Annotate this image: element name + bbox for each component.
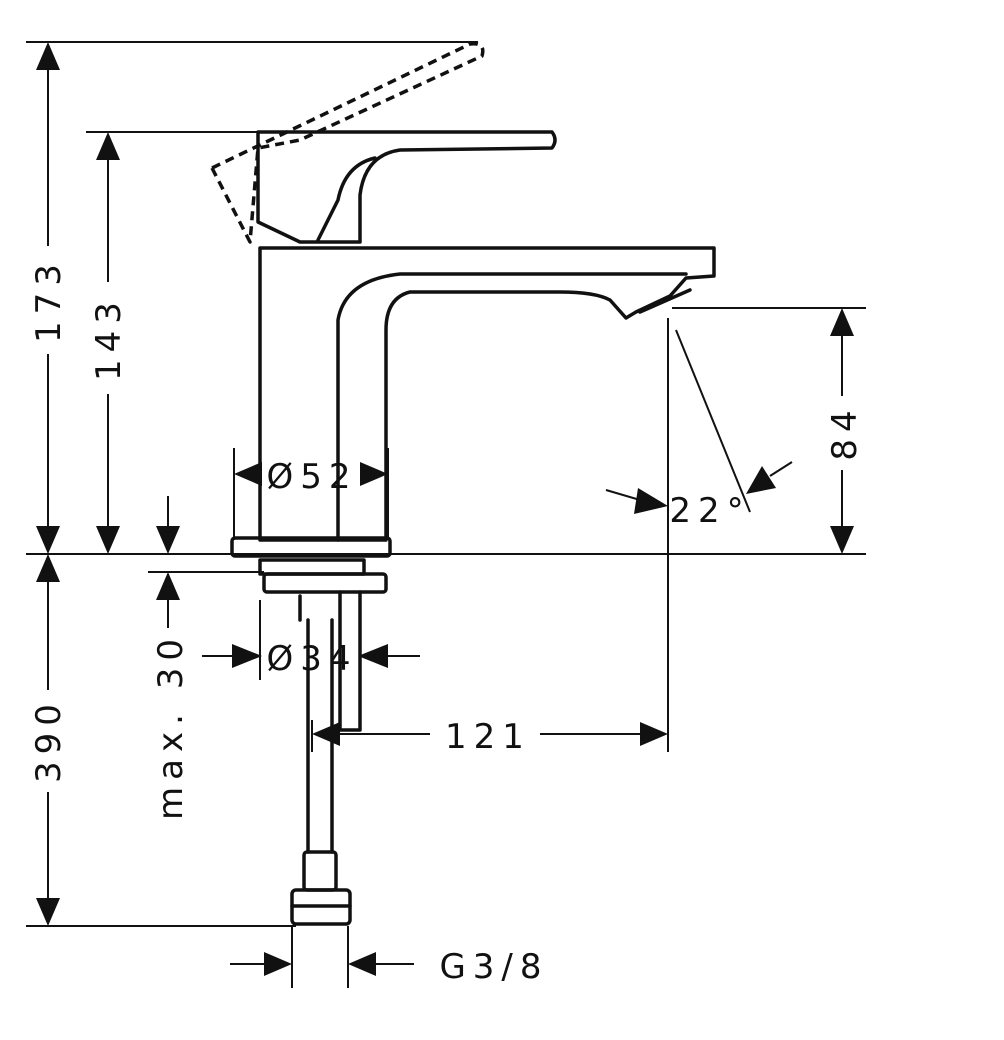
label-121: 121 — [445, 717, 531, 757]
label-390: 390 — [29, 697, 69, 783]
hose-fitting — [302, 850, 338, 892]
label-diameter-52: Ø52 — [266, 457, 357, 497]
lever-open-dashed — [210, 42, 485, 244]
lever-closed — [256, 130, 557, 244]
label-g38: G3/8 — [439, 947, 548, 987]
label-173: 173 — [29, 257, 69, 343]
dimension-lines — [26, 41, 866, 988]
label-angle-22: 22° — [669, 491, 750, 531]
label-143: 143 — [89, 295, 129, 381]
label-84: 84 — [825, 403, 865, 460]
label-diameter-34: Ø34 — [266, 639, 357, 679]
shank — [298, 590, 362, 732]
label-max-30: max. 30 — [151, 632, 191, 820]
dimension-labels: 173 143 84 390 max. 30 Ø52 22° Ø34 121 G… — [29, 257, 865, 987]
base-plate — [230, 536, 392, 558]
fixing-nut — [262, 572, 388, 594]
faucet-body — [258, 246, 716, 542]
